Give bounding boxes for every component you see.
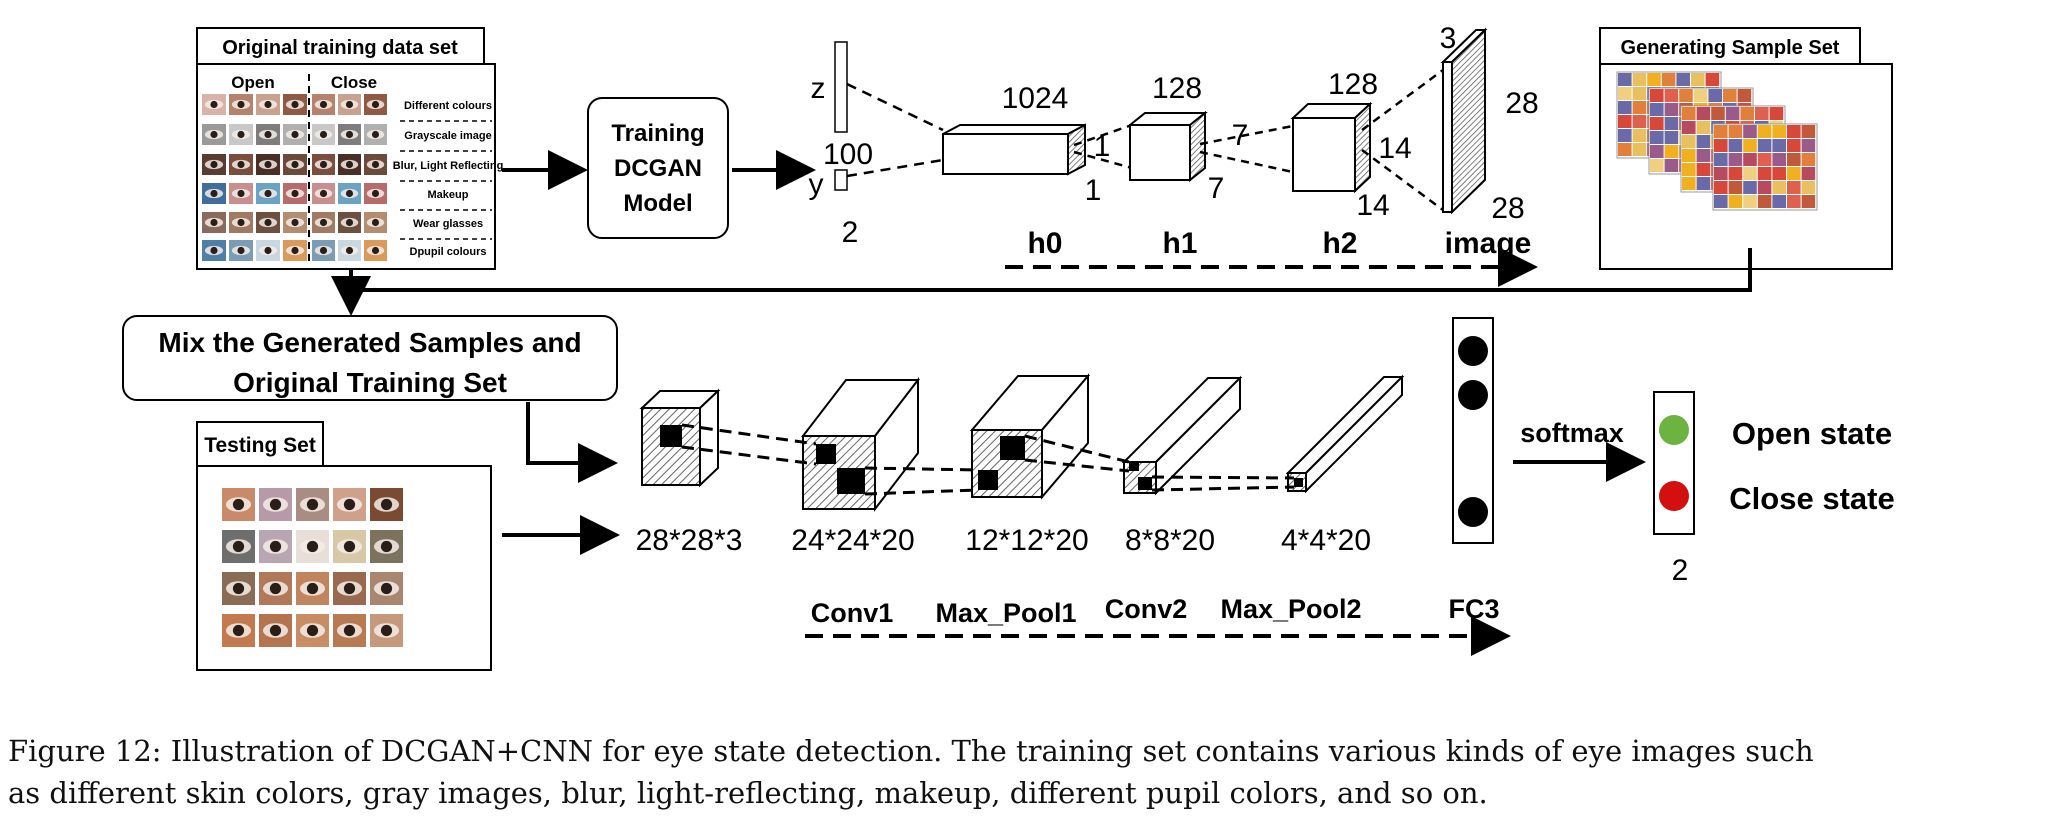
training-row-label: Different colours <box>404 100 492 112</box>
h2-size-a: 14 <box>1378 132 1411 165</box>
testing-set-panel: Testing Set <box>196 421 492 671</box>
h1-channels: 128 <box>1152 72 1202 105</box>
dim-input: 28*28*3 <box>636 524 743 557</box>
stage-h0: h0 <box>1027 227 1062 260</box>
generated-sample-panel: Generating Sample Set <box>1599 27 1893 270</box>
stage-h1: h1 <box>1162 227 1197 260</box>
z-input-bar <box>834 41 848 133</box>
training-model-line3: Model <box>623 190 692 217</box>
training-model-line2: DCGAN <box>614 155 702 182</box>
testing-eye-thumbnails <box>222 488 403 647</box>
layer-conv1: Conv1 <box>811 598 894 628</box>
training-row-label: Makeup <box>428 189 469 201</box>
h0-size-b: 1 <box>1085 174 1102 207</box>
dim-pool1: 12*12*20 <box>965 524 1088 557</box>
h0-size-a: 1 <box>1094 130 1111 163</box>
close-column-label: Close <box>331 73 377 92</box>
h1-cube <box>1129 124 1191 181</box>
dim-pool2: 4*4*20 <box>1281 524 1371 557</box>
softmax-label: softmax <box>1520 418 1624 448</box>
y-label: y <box>809 168 824 201</box>
y-dimension: 2 <box>842 216 859 249</box>
training-dcgan-model-box: Training DCGAN Model <box>587 97 729 239</box>
open-state-label: Open state <box>1732 416 1892 451</box>
fc3-neuron-2 <box>1458 380 1488 410</box>
mix-line1: Mix the Generated Samples and <box>158 327 581 358</box>
testing-set-title: Testing Set <box>204 434 316 457</box>
open-column-label: Open <box>231 73 274 92</box>
h1-size-a: 7 <box>1232 119 1249 152</box>
stage-image: image <box>1445 227 1532 260</box>
caption-line-1: Figure 12: Illustration of DCGAN+CNN for… <box>8 734 1814 768</box>
y-input-bar <box>834 169 848 191</box>
generator-network: z y 100 2 1024 1 1 128 7 7 128 14 14 <box>809 22 1539 287</box>
mix-line2: Original Training Set <box>233 367 507 398</box>
h1-size-b: 7 <box>1208 172 1225 205</box>
cnn-network: 28*28*3 24*24*20 12*12*20 8*8*20 4*4*20 … <box>636 317 1895 656</box>
h2-channels: 128 <box>1328 68 1378 101</box>
close-state-label: Close state <box>1729 481 1894 516</box>
layer-maxpool1: Max_Pool1 <box>935 598 1076 628</box>
image-height: 28 <box>1491 192 1524 225</box>
output-layer <box>1653 391 1695 535</box>
output-count: 2 <box>1672 554 1689 587</box>
dcgan-cnn-diagram: Original training data set Open Close Di… <box>122 22 1895 671</box>
stage-h2: h2 <box>1322 227 1357 260</box>
open-state-neuron <box>1659 415 1689 445</box>
h2-size-b: 14 <box>1356 189 1389 222</box>
z-label: z <box>811 72 826 105</box>
image-width: 28 <box>1505 87 1538 120</box>
training-model-line1: Training <box>611 120 704 147</box>
dim-conv1: 24*24*20 <box>791 524 914 557</box>
image-channels: 3 <box>1440 22 1457 55</box>
generated-set-title: Generating Sample Set <box>1621 37 1840 59</box>
figure-caption: Figure 12: Illustration of DCGAN+CNN for… <box>8 730 2058 814</box>
h0-block <box>942 133 1069 175</box>
mix-box: Mix the Generated Samples and Original T… <box>122 315 618 401</box>
fc3-neuron-1 <box>1458 336 1488 366</box>
close-state-neuron <box>1659 481 1689 511</box>
training-eye-thumbnails <box>202 94 387 261</box>
training-set-panel: Original training data set Open Close Di… <box>196 27 504 270</box>
generated-sample-stack <box>1616 71 1818 211</box>
layer-maxpool2: Max_Pool2 <box>1220 594 1361 624</box>
training-row-label: Wear glasses <box>413 218 483 230</box>
layer-conv2: Conv2 <box>1105 594 1188 624</box>
layer-fc3: FC3 <box>1448 594 1499 624</box>
training-row-label: Dpupil colours <box>410 246 487 258</box>
dim-conv2: 8*8*20 <box>1125 524 1215 557</box>
caption-line-2: as different skin colors, gray images, b… <box>8 776 1488 810</box>
training-set-title: Original training data set <box>222 37 458 59</box>
training-row-label: Grayscale image <box>404 130 491 142</box>
h2-cube <box>1292 117 1356 192</box>
training-row-label: Blur, Light Reflecting <box>393 160 504 172</box>
output-image-slab <box>1442 61 1453 213</box>
z-dimension: 100 <box>823 138 873 171</box>
h0-dimension: 1024 <box>1002 82 1069 115</box>
fc3-neuron-3 <box>1458 497 1488 527</box>
arrow-mix-to-cnn <box>526 402 618 483</box>
